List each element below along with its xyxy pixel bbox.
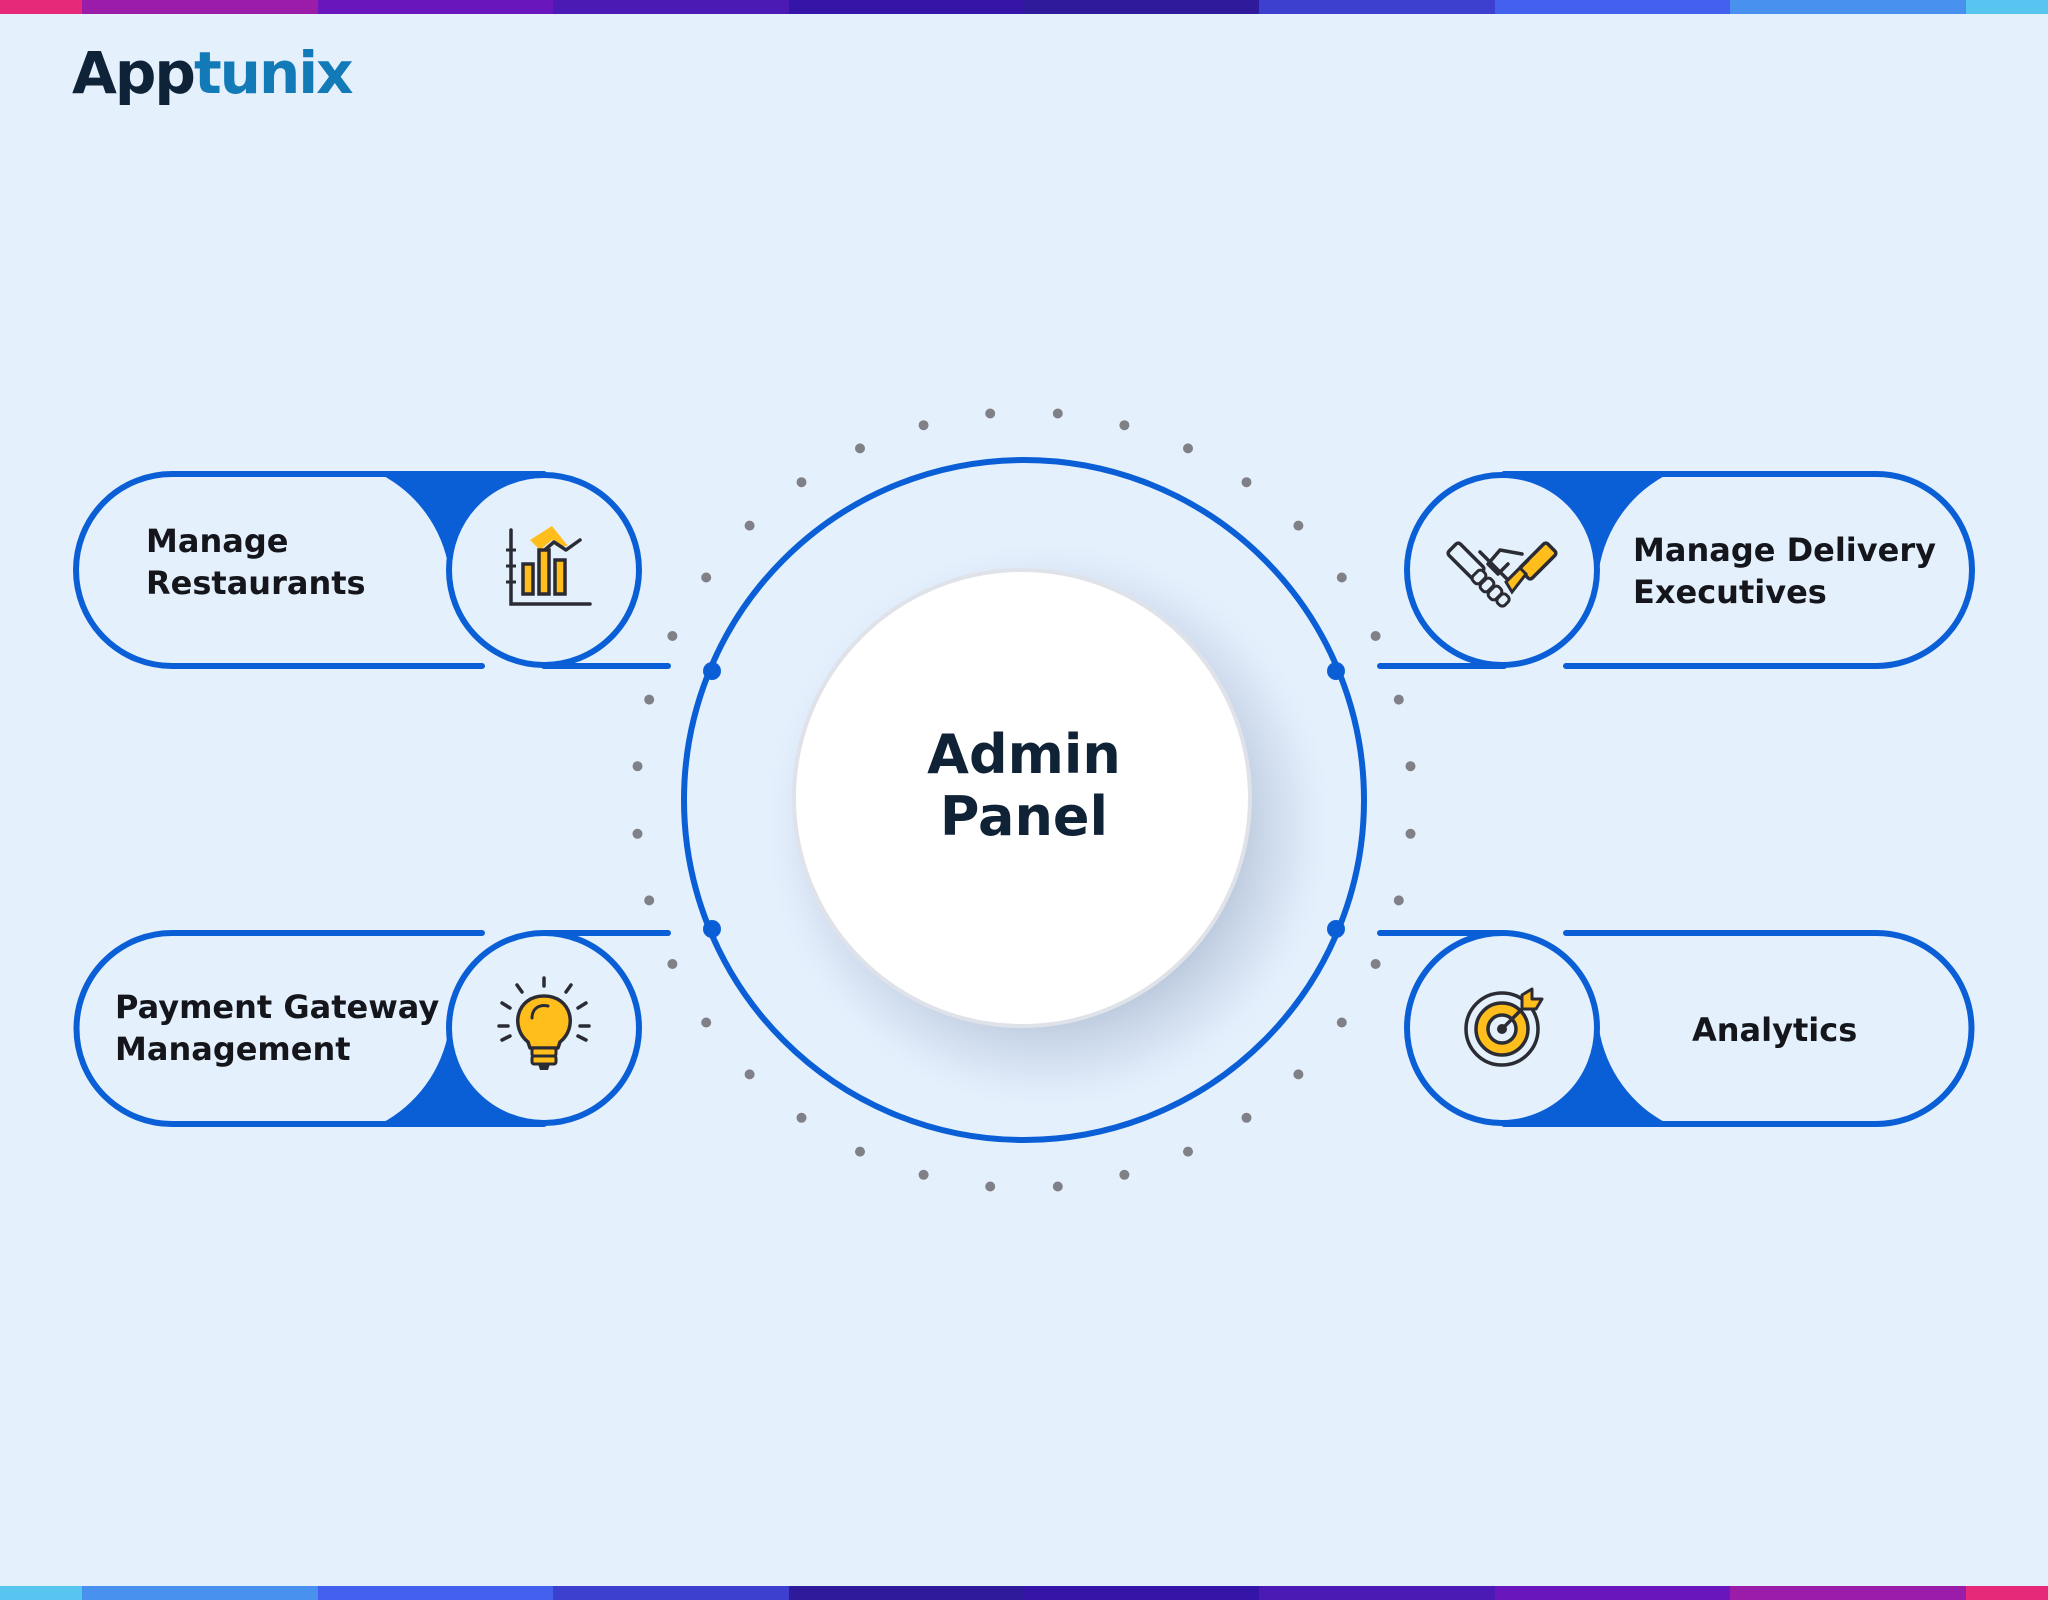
label-payment-gateway-management: Payment Gateway Management	[115, 986, 439, 1070]
center-title-line2: Panel	[939, 785, 1109, 848]
ring-dot	[701, 572, 712, 583]
ring-dot	[1293, 1069, 1304, 1080]
ring-dot	[796, 1112, 807, 1123]
ring-dot	[1293, 520, 1304, 531]
label-analytics: Analytics	[1692, 1009, 1857, 1051]
ring-dot	[1393, 694, 1404, 705]
dotted-ring	[632, 408, 1416, 1192]
card-manage-delivery-wedge	[1504, 474, 1668, 569]
ring-dot	[796, 477, 807, 488]
target-icon	[1464, 987, 1544, 1067]
ring-dot	[644, 895, 655, 906]
logo-text-app: App	[72, 39, 196, 107]
ring-dot	[1241, 1112, 1252, 1123]
card-payment-gateway-wedge	[380, 1029, 544, 1124]
ring-dot	[744, 1069, 755, 1080]
connector-dot-bottom-right	[1327, 920, 1345, 938]
bar-chart-icon	[506, 526, 592, 606]
top-gradient-stripe	[0, 0, 2048, 14]
ring-dot	[1370, 959, 1381, 969]
ring-dot	[1119, 1169, 1130, 1180]
ring-dot	[632, 761, 643, 772]
ring-dot	[1119, 420, 1130, 431]
connector-dot-top-left	[703, 662, 721, 680]
label-manage-restaurants-line1: Manage	[146, 522, 289, 560]
ring-dot	[985, 408, 996, 419]
label-payment-gateway-line2: Management	[115, 1030, 351, 1068]
ring-dot	[918, 420, 929, 431]
connector-dot-bottom-left	[703, 920, 721, 938]
label-manage-delivery-line1: Manage Delivery	[1633, 531, 1936, 569]
card-manage-restaurants	[73, 471, 671, 669]
label-manage-delivery-executives: Manage Delivery Executives	[1633, 529, 1936, 613]
label-manage-restaurants-line2: Restaurants	[146, 564, 366, 602]
ring-dot	[1370, 631, 1381, 641]
ring-dot	[701, 1017, 712, 1028]
center-disc	[792, 568, 1252, 1028]
card-analytics-wedge	[1504, 1029, 1668, 1124]
card-manage-restaurants-wedge	[380, 474, 544, 569]
label-manage-delivery-line2: Executives	[1633, 573, 1827, 611]
logo-text-tunix: tunix	[193, 39, 354, 107]
ring-dot	[1336, 1017, 1347, 1028]
lightbulb-icon	[497, 976, 591, 1070]
ring-dot	[918, 1169, 929, 1180]
ring-dot	[667, 631, 678, 641]
ring-dot	[744, 520, 755, 531]
ring-dot	[632, 828, 643, 839]
ring-dot	[855, 1146, 865, 1157]
ring-dot	[644, 694, 655, 705]
label-payment-gateway-line1: Payment Gateway	[115, 988, 440, 1026]
ring-dot	[985, 1181, 996, 1192]
ring-dot	[1241, 477, 1252, 488]
ring-dot	[855, 443, 865, 454]
ring-dot	[1405, 828, 1416, 839]
center-title-admin-panel: Admin Panel	[800, 724, 1248, 848]
ring-dot	[1336, 572, 1347, 583]
ring-dot	[1183, 443, 1193, 454]
ring-dot	[1393, 895, 1404, 906]
center-title-line1: Admin	[927, 723, 1121, 786]
handshake-icon	[1446, 541, 1558, 608]
ring-dot	[1405, 761, 1416, 772]
ring-dot	[667, 959, 678, 969]
label-analytics-line1: Analytics	[1692, 1011, 1858, 1049]
ring-dot	[1052, 408, 1063, 419]
ring-dot	[1052, 1181, 1063, 1192]
ring-dot	[1183, 1146, 1193, 1157]
main-ring	[681, 457, 1367, 1143]
bottom-gradient-stripe	[0, 1586, 2048, 1600]
label-manage-restaurants: Manage Restaurants	[146, 520, 366, 604]
connector-dot-top-right	[1327, 662, 1345, 680]
